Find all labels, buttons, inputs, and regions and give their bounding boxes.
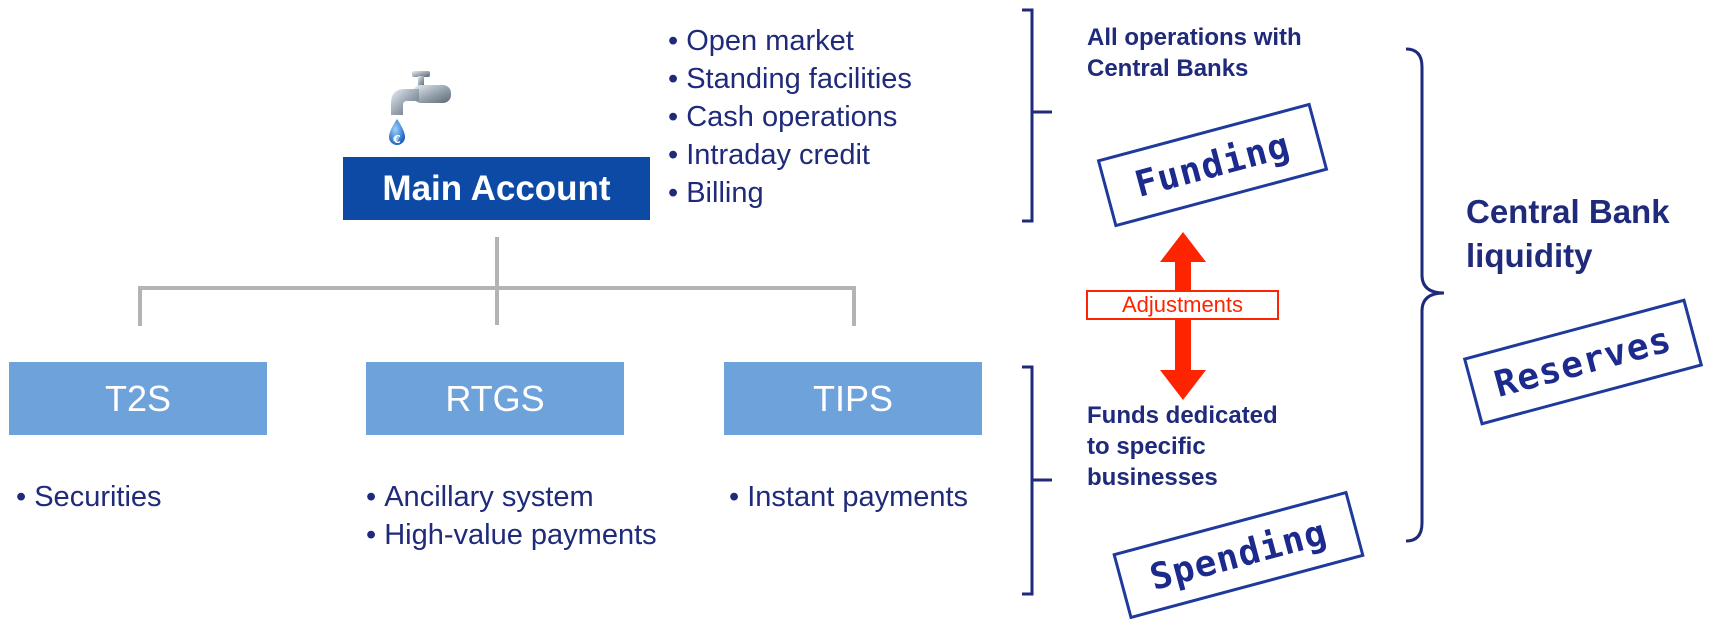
main-account-label: Main Account bbox=[382, 168, 611, 208]
reserves-label: Reserves bbox=[1490, 318, 1676, 406]
liquidity-brace bbox=[1405, 47, 1445, 543]
spending-label: Spending bbox=[1145, 511, 1332, 599]
t2s-items: Securities bbox=[16, 478, 161, 516]
connector-vertical-main bbox=[495, 237, 499, 325]
bottom-group-title-line3: businesses bbox=[1087, 464, 1218, 491]
liquidity-line1: Central Bank bbox=[1466, 193, 1670, 230]
funding-stamp: Funding bbox=[1096, 102, 1329, 228]
tips-item: Instant payments bbox=[729, 478, 968, 516]
top-group-title: All operations with Central Banks bbox=[1087, 22, 1302, 84]
rtgs-box: RTGS bbox=[366, 362, 624, 435]
top-group-title-line1: All operations with bbox=[1087, 24, 1302, 51]
function-item: Cash operations bbox=[668, 98, 912, 136]
main-account-functions: Open market Standing facilities Cash ope… bbox=[668, 22, 912, 212]
function-item: Billing bbox=[668, 174, 912, 212]
adjustments-label-box: Adjustments bbox=[1086, 290, 1279, 320]
tips-box: TIPS bbox=[724, 362, 982, 435]
connector-vertical-tips bbox=[852, 286, 856, 326]
reserves-stamp: Reserves bbox=[1462, 298, 1704, 426]
faucet-euro-drop-icon: € bbox=[389, 71, 451, 146]
connector-vertical-t2s bbox=[138, 286, 142, 326]
svg-text:€: € bbox=[392, 133, 401, 146]
connector-horizontal bbox=[138, 286, 856, 290]
central-bank-liquidity-label: Central Bank liquidity bbox=[1466, 190, 1670, 278]
top-bracket bbox=[1022, 8, 1052, 223]
funding-label: Funding bbox=[1130, 124, 1295, 206]
function-item: Intraday credit bbox=[668, 136, 912, 174]
rtgs-item: Ancillary system bbox=[366, 478, 657, 516]
rtgs-label: RTGS bbox=[445, 377, 545, 419]
t2s-item: Securities bbox=[16, 478, 161, 516]
spending-stamp: Spending bbox=[1112, 490, 1365, 619]
adjustments-label: Adjustments bbox=[1121, 292, 1244, 317]
tips-label: TIPS bbox=[812, 377, 893, 419]
rtgs-items: Ancillary system High-value payments bbox=[366, 478, 657, 554]
liquidity-line2: liquidity bbox=[1466, 237, 1593, 274]
bottom-group-title-line1: Funds dedicated bbox=[1087, 402, 1278, 429]
t2s-box: T2S bbox=[9, 362, 267, 435]
rtgs-item: High-value payments bbox=[366, 516, 656, 554]
top-group-title-line2: Central Banks bbox=[1087, 55, 1249, 82]
bottom-bracket bbox=[1022, 365, 1052, 596]
function-item: Open market bbox=[668, 22, 912, 60]
bottom-group-title: Funds dedicated to specific businesses bbox=[1087, 400, 1278, 493]
main-account-box: Main Account bbox=[343, 157, 650, 220]
t2s-label: T2S bbox=[104, 377, 172, 419]
tips-items: Instant payments bbox=[729, 478, 968, 516]
bottom-group-title-line2: to specific bbox=[1087, 433, 1206, 460]
function-item: Standing facilities bbox=[668, 60, 912, 98]
